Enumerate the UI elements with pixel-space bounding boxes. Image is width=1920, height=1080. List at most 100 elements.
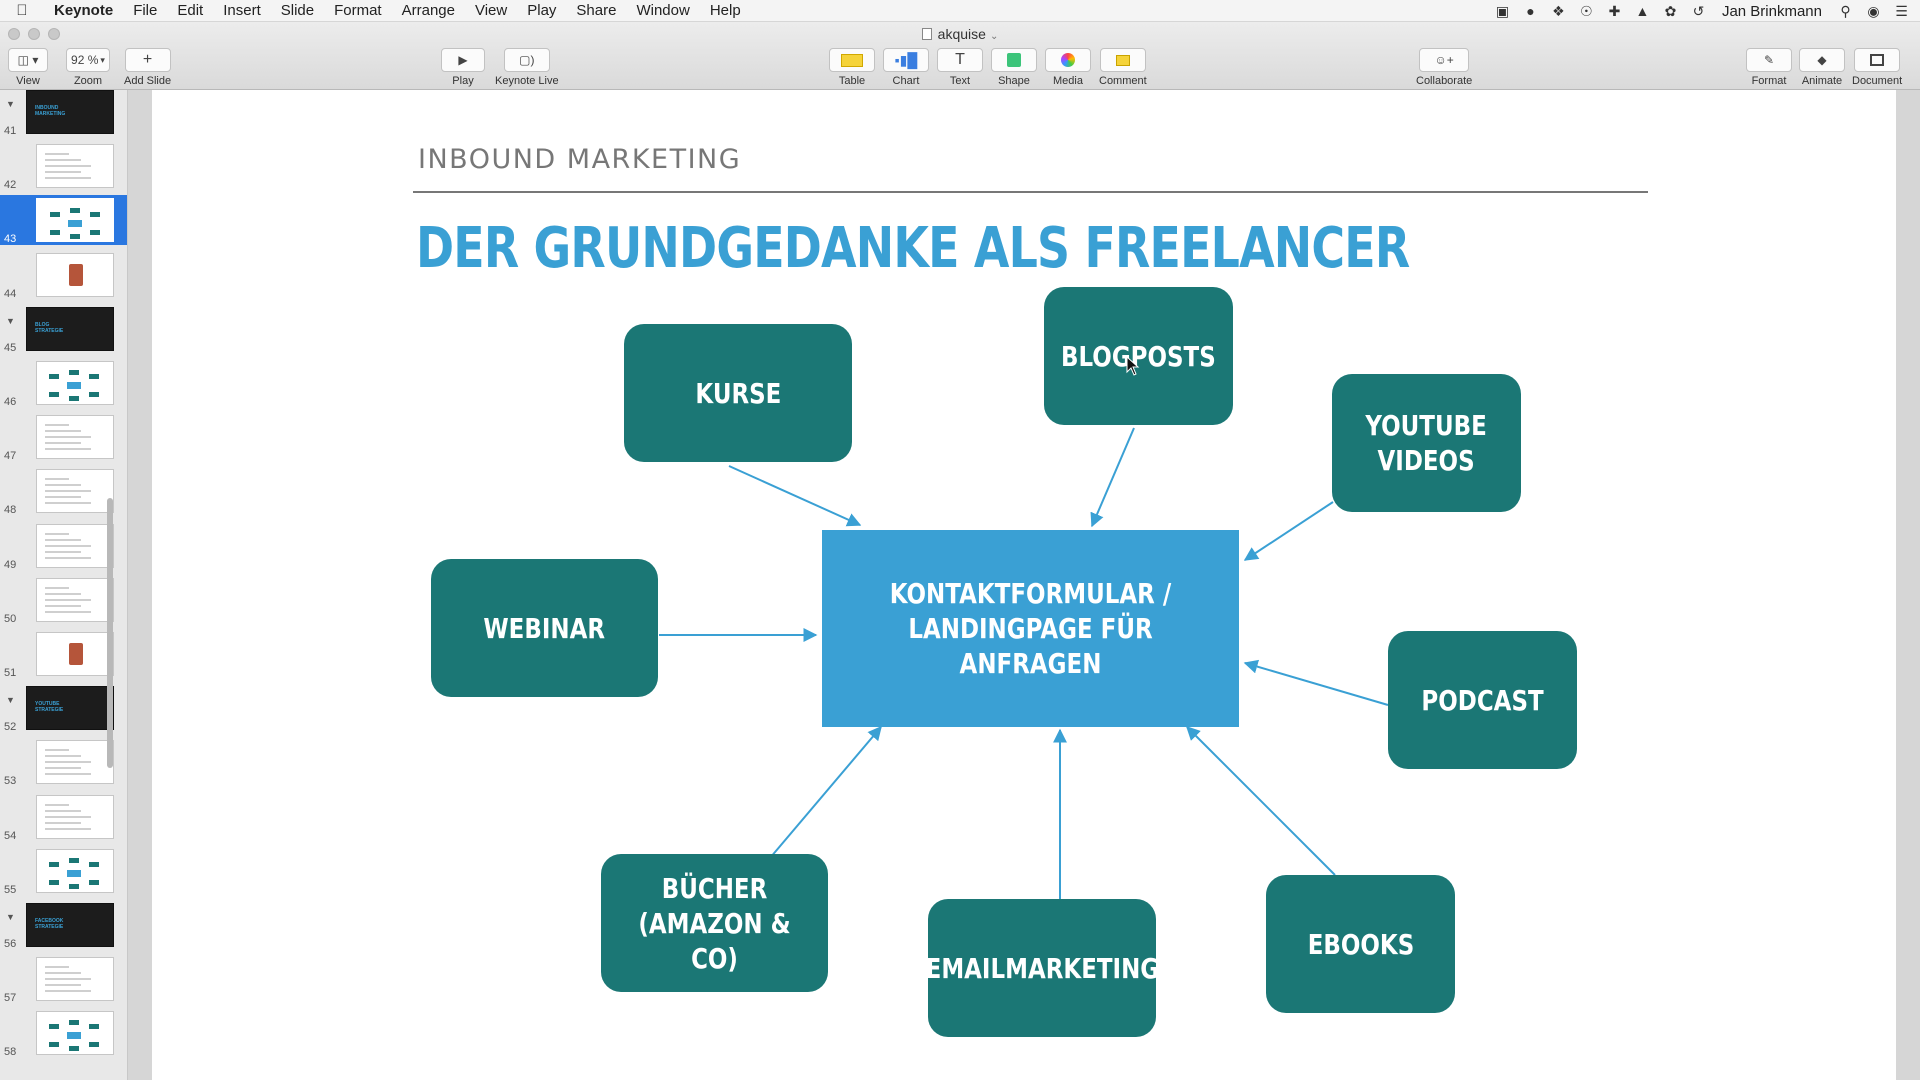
node-youtube-videos[interactable]: YOUTUBE VIDEOS xyxy=(1332,374,1521,512)
slide-thumbnail-54[interactable]: 54 xyxy=(0,792,127,842)
node-emailmarketing[interactable]: EMAILMARKETING xyxy=(925,899,1159,1037)
add-slide-tool[interactable]: + Add Slide xyxy=(124,48,171,87)
close-window-button[interactable] xyxy=(8,28,20,40)
table-button[interactable] xyxy=(829,48,875,72)
menu-keynote[interactable]: Keynote xyxy=(54,1,114,19)
creative-cloud-icon[interactable]: ● xyxy=(1526,3,1535,19)
arrow-blogposts[interactable] xyxy=(1090,427,1135,528)
slide-thumbnail-51[interactable]: 51 xyxy=(0,629,127,679)
dropbox-icon[interactable]: ❖ xyxy=(1552,2,1565,19)
disclosure-triangle-icon[interactable]: ▼ xyxy=(6,315,15,326)
shape-tool[interactable]: Shape xyxy=(991,48,1037,87)
navigator-scrollbar[interactable] xyxy=(107,498,113,768)
spotlight-search-icon[interactable]: ⚲ xyxy=(1840,2,1851,19)
collaborate-tool[interactable]: ☺+ Collaborate xyxy=(1416,48,1472,87)
slide[interactable]: INBOUND MARKETING DER GRUNDGEDANKE ALS F… xyxy=(152,90,1896,1080)
shape-button[interactable] xyxy=(991,48,1037,72)
plus-cross-icon[interactable]: ✚ xyxy=(1608,2,1621,19)
leaf-icon[interactable]: ✿ xyxy=(1664,2,1677,19)
comment-button[interactable] xyxy=(1099,48,1146,72)
document-title[interactable]: akquise⌄ xyxy=(0,26,1920,42)
keynote-live-tool[interactable]: ▢) Keynote Live xyxy=(495,48,559,87)
slide-thumbnail-53[interactable]: 53 xyxy=(0,737,127,787)
zoom-window-button[interactable] xyxy=(48,28,60,40)
menu-window[interactable]: Window xyxy=(636,1,690,19)
notification-center-icon[interactable]: ☰ xyxy=(1895,2,1908,19)
zoom-tool[interactable]: 92 %▾ Zoom xyxy=(66,48,110,87)
slide-thumbnail-43[interactable]: 43 xyxy=(0,195,127,246)
arrow-kurse[interactable] xyxy=(728,465,862,527)
slide-thumbnail-46[interactable]: 46 xyxy=(0,358,127,408)
slide-thumbnail-50[interactable]: 50 xyxy=(0,575,127,625)
menu-slide[interactable]: Slide xyxy=(280,1,315,19)
menu-share[interactable]: Share xyxy=(576,1,617,19)
menu-insert[interactable]: Insert xyxy=(223,1,261,19)
node-kurse[interactable]: KURSE xyxy=(624,324,852,462)
slide-kicker[interactable]: INBOUND MARKETING xyxy=(418,144,742,175)
arrow-youtube[interactable] xyxy=(1243,501,1334,561)
text-button[interactable]: T xyxy=(937,48,983,72)
menu-play[interactable]: Play xyxy=(527,1,557,19)
node-buecher[interactable]: BÜCHER (AMAZON & CO) xyxy=(601,854,828,992)
view-tool[interactable]: ◫ ▾ View xyxy=(8,48,48,87)
document-tool[interactable]: Document xyxy=(1852,48,1902,87)
arrow-buecher[interactable] xyxy=(769,725,882,859)
table-tool[interactable]: Table xyxy=(829,48,875,87)
evernote-icon[interactable]: ▲ xyxy=(1635,3,1650,19)
text-tool[interactable]: T Text xyxy=(937,48,983,87)
minimize-window-button[interactable] xyxy=(28,28,40,40)
collaborate-button[interactable]: ☺+ xyxy=(1419,48,1470,72)
slide-thumbnail-57[interactable]: 57 xyxy=(0,954,127,1004)
animate-tool[interactable]: ◆ Animate xyxy=(1799,48,1845,87)
arrow-ebooks[interactable] xyxy=(1186,726,1336,876)
slide-thumbnail-55[interactable]: 55 xyxy=(0,846,127,896)
format-button[interactable]: ✎ xyxy=(1746,48,1792,72)
slide-thumbnail-47[interactable]: 47 xyxy=(0,412,127,462)
slide-thumbnail-49[interactable]: 49 xyxy=(0,521,127,571)
node-kontaktformular[interactable]: KONTAKTFORMULAR / LANDINGPAGE FÜR ANFRAG… xyxy=(822,530,1239,727)
slide-thumbnail-58[interactable]: 58 xyxy=(0,1008,127,1058)
arrow-podcast[interactable] xyxy=(1243,659,1389,706)
play-button[interactable]: ▶ xyxy=(441,48,485,72)
disclosure-triangle-icon[interactable]: ▼ xyxy=(6,99,15,109)
view-button[interactable]: ◫ ▾ xyxy=(8,48,48,72)
user-name[interactable]: Jan Brinkmann xyxy=(1721,2,1822,20)
screen-record-icon[interactable]: ▣ xyxy=(1495,2,1510,19)
menu-view[interactable]: View xyxy=(474,1,508,19)
add-slide-button[interactable]: + xyxy=(124,48,171,72)
menu-help[interactable]: Help xyxy=(709,1,741,19)
menu-arrange[interactable]: Arrange xyxy=(401,1,455,19)
siri-icon[interactable]: ◉ xyxy=(1867,2,1880,19)
play-tool[interactable]: ▶ Play xyxy=(441,48,485,87)
menu-edit[interactable]: Edit xyxy=(177,1,204,19)
menu-format[interactable]: Format xyxy=(334,1,382,19)
chart-button[interactable]: ▪▮█ xyxy=(883,48,929,72)
chart-tool[interactable]: ▪▮█ Chart xyxy=(883,48,929,87)
document-button[interactable] xyxy=(1854,48,1901,72)
apple-menu-icon[interactable]:  xyxy=(0,2,44,19)
slide-divider-line[interactable] xyxy=(413,191,1648,193)
slide-thumbnail-48[interactable]: 48 xyxy=(0,466,127,516)
node-podcast[interactable]: PODCAST xyxy=(1388,631,1577,769)
disclosure-triangle-icon[interactable]: ▼ xyxy=(6,912,15,922)
slide-thumbnail-44[interactable]: 44 xyxy=(0,250,127,300)
node-ebooks[interactable]: EBOOKS xyxy=(1266,875,1455,1013)
slide-title[interactable]: DER GRUNDGEDANKE ALS FREELANCER xyxy=(416,216,1410,281)
node-webinar[interactable]: WEBINAR xyxy=(431,559,658,697)
time-machine-icon[interactable]: ↺ xyxy=(1692,2,1705,19)
password-manager-icon[interactable]: ☉ xyxy=(1580,2,1593,19)
node-blogposts[interactable]: BLOGPOSTS xyxy=(1044,287,1233,425)
animate-button[interactable]: ◆ xyxy=(1799,48,1845,72)
menu-file[interactable]: File xyxy=(133,1,158,19)
comment-tool[interactable]: Comment xyxy=(1099,48,1147,87)
zoom-select[interactable]: 92 %▾ xyxy=(66,48,110,72)
format-tool[interactable]: ✎ Format xyxy=(1746,48,1792,87)
media-button[interactable] xyxy=(1045,48,1091,72)
keynote-live-button[interactable]: ▢) xyxy=(503,48,550,72)
disclosure-triangle-icon[interactable]: ▼ xyxy=(6,695,15,706)
